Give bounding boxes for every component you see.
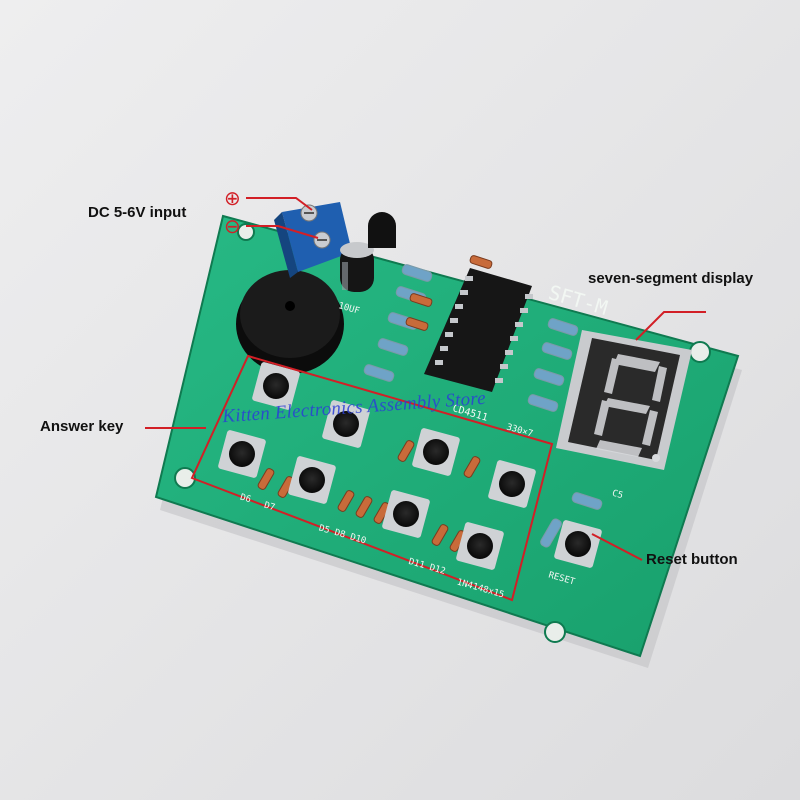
answer-buttons [218, 362, 536, 570]
transistor [368, 212, 396, 248]
reset-button-label: Reset button [646, 551, 738, 568]
diodes [257, 255, 493, 552]
answer-button [322, 400, 370, 448]
callout-lines [145, 197, 706, 561]
minus-icon: ⊖ [224, 216, 241, 238]
ic-chip [424, 268, 533, 392]
seven-segment-display [556, 330, 692, 470]
plus-icon: ⊕ [224, 188, 241, 210]
answer-key-frame [190, 354, 554, 602]
answer-button [218, 430, 266, 478]
mounting-holes [174, 223, 711, 643]
answer-button [382, 490, 430, 538]
capacitor [340, 242, 374, 292]
answer-button [412, 428, 460, 476]
answer-button [456, 522, 504, 570]
reset-button [554, 520, 602, 568]
answer-button [488, 460, 536, 508]
answer-button [288, 456, 336, 504]
dc-input-label: DC 5-6V input [88, 204, 187, 221]
answer-key-label: Answer key [40, 418, 124, 435]
display-label: seven-segment display [588, 270, 754, 287]
resistors [363, 264, 603, 548]
buzzer [236, 270, 344, 374]
answer-button [252, 362, 300, 410]
